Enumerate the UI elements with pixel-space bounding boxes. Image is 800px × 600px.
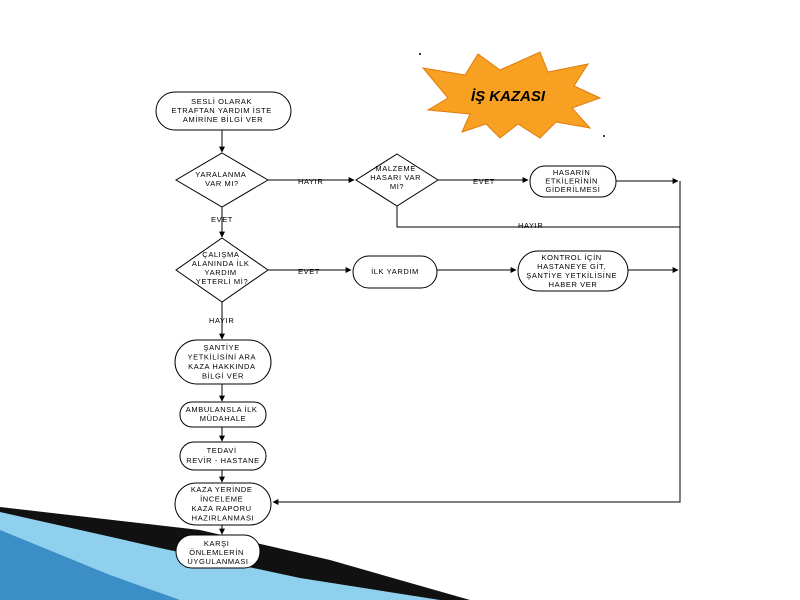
node-first-aid-label: İLK YARDIM [371,267,419,276]
node-fix-damage-label: HASARIN ETKİLERİNİN GİDERİLMESİ [545,168,601,194]
node-start-shape [155,91,292,131]
node-q-first-aid-label: ÇALIŞMA ALANINDA İLK YARDIM YETERLİ Mİ? [192,250,252,286]
node-treatment-label: TEDAVİ REVİR - HASTANE [186,446,259,465]
flow-connectors [219,130,681,535]
node-q-injury-label: YARALANMA VAR MI? [195,170,248,188]
swoosh-mid [0,530,180,600]
title-dot-2 [603,135,605,137]
edge-label-material-no: HAYIR [518,221,543,230]
page-title: İŞ KAZASI [471,88,546,105]
flow-shapes [155,91,629,569]
node-hospital-check-shape [517,250,629,292]
title-burst: İŞ KAZASI [419,51,605,139]
node-first-aid-shape [352,255,438,289]
edge-label-first-aid-yes: EVET [298,267,320,276]
node-treatment-shape [179,441,267,471]
node-start-label: SESLİ OLARAK ETRAFTAN YARDIM İSTE AMİRİN… [171,97,274,124]
node-report-shape [174,482,272,526]
flow-edge-labels: HAYIR EVET EVET HAYIR EVET HAYIR [209,177,543,325]
flow-node-texts: SESLİ OLARAK ETRAFTAN YARDIM İSTE AMİRİN… [171,97,620,566]
title-dot-1 [419,53,421,55]
edge-material-no [396,206,680,228]
node-call-site-label: ŞANTİYE YETKİLİSİNİ ARA KAZA HAKKINDA Bİ… [188,343,259,381]
edge-label-first-aid-no: HAYIR [209,316,234,325]
burst-shape [421,51,602,139]
edge-label-injury-yes: EVET [211,215,233,224]
node-measures-shape [175,534,261,569]
node-report-label: KAZA YERİNDE İNCELEME KAZA RAPORU HAZIRL… [191,485,255,523]
node-q-material-label: MALZEME HASARI VAR MI? [370,164,424,191]
node-measures-label: KARŞI ÖNLEMLERİN UYGULANMASI [187,539,248,566]
edge-label-material-yes: EVET [473,177,495,186]
node-call-site-shape [174,339,272,385]
edge-right-return [272,181,681,505]
edge-label-injury-no: HAYIR [298,177,323,186]
node-hospital-check-label: KONTROL İÇİN HASTANEYE GİT, ŞANTİYE YETK… [526,253,620,289]
node-ambulance-label: AMBULANSLA İLK MÜDAHALE [186,405,260,423]
node-ambulance-shape [179,401,267,428]
